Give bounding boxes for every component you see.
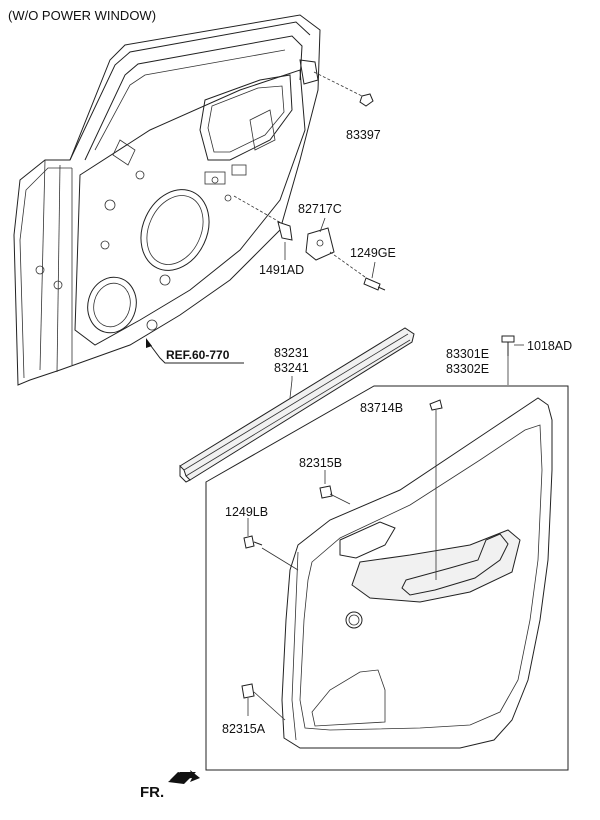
part-label-83241[interactable]: 83241 bbox=[274, 361, 309, 375]
leader-83397 bbox=[313, 71, 374, 107]
front-direction-label: FR. bbox=[140, 784, 164, 801]
assembly-box bbox=[205, 385, 569, 771]
screw-1018ad bbox=[501, 335, 524, 385]
part-label-83301e[interactable]: 83301E bbox=[446, 347, 489, 361]
part-label-83231[interactable]: 83231 bbox=[274, 346, 309, 360]
part-label-1018ad[interactable]: 1018AD bbox=[527, 339, 572, 353]
screw-1249lb bbox=[243, 518, 299, 571]
part-label-82315b[interactable]: 82315B bbox=[299, 456, 342, 470]
part-label-1491ad[interactable]: 1491AD bbox=[259, 263, 304, 277]
belt-weatherstrip bbox=[179, 327, 415, 483]
part-label-83714b[interactable]: 83714B bbox=[360, 401, 403, 415]
part-label-82315a[interactable]: 82315A bbox=[222, 722, 266, 736]
clip-82315b bbox=[319, 470, 351, 505]
reference-callout bbox=[146, 338, 244, 364]
window-regulator-bracket bbox=[233, 195, 386, 291]
part-label-82717c[interactable]: 82717C bbox=[298, 202, 342, 216]
part-label-1249ge[interactable]: 1249GE bbox=[350, 246, 396, 260]
arrow-down-left-icon bbox=[168, 770, 200, 784]
clip-83714b bbox=[429, 399, 443, 580]
part-label-83302e[interactable]: 83302E bbox=[446, 362, 489, 376]
diagram-header-note: (W/O POWER WINDOW) bbox=[8, 8, 156, 23]
door-trim-panel bbox=[281, 397, 553, 749]
clip-82315a bbox=[241, 683, 286, 721]
door-inner-panel bbox=[13, 14, 321, 386]
part-label-83397[interactable]: 83397 bbox=[346, 128, 381, 142]
reference-label[interactable]: REF.60-770 bbox=[166, 348, 230, 362]
part-label-1249lb[interactable]: 1249LB bbox=[225, 505, 268, 519]
